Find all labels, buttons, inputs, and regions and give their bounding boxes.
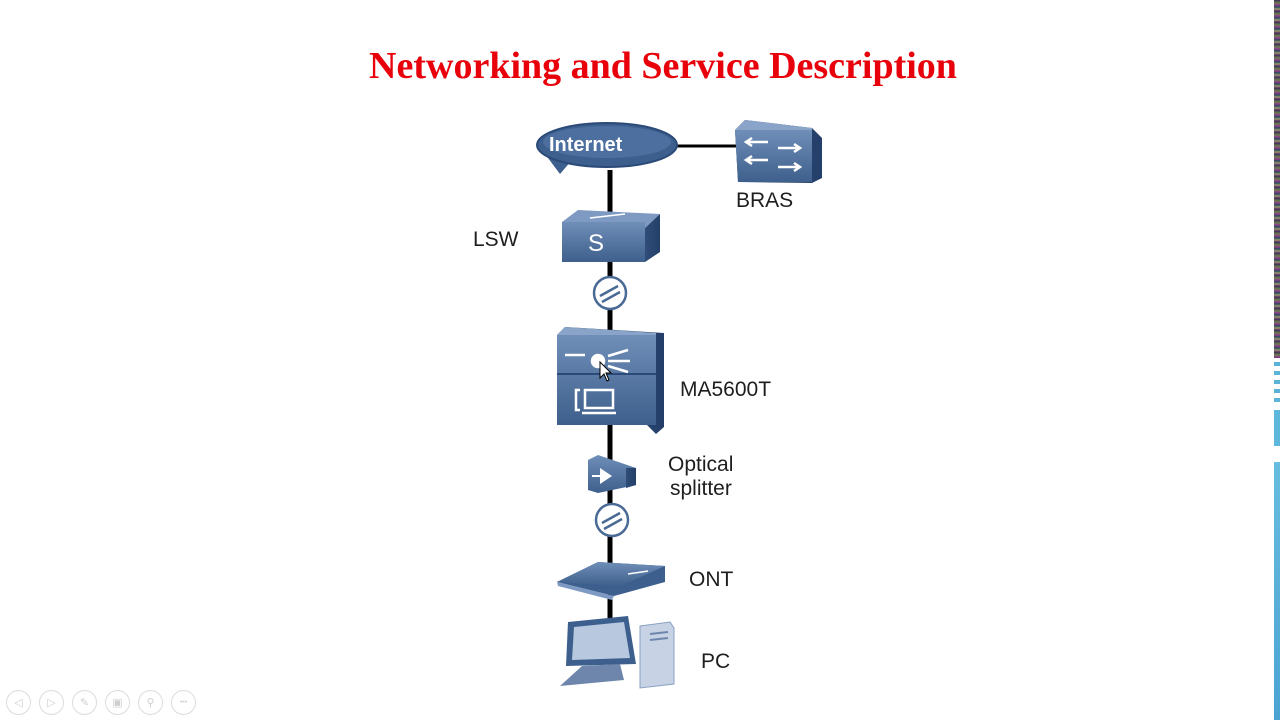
slideshow-controls: ◁ ▷ ✎ ▣ ⚲ ••• (6, 690, 196, 715)
optical-link-icon (594, 502, 630, 538)
zoom-icon[interactable]: ⚲ (138, 690, 163, 715)
ont-label: ONT (689, 568, 734, 591)
ont-icon (557, 562, 665, 600)
next-icon[interactable]: ▷ (39, 690, 64, 715)
window-edge (1274, 0, 1280, 720)
edge-decoration (1274, 410, 1280, 446)
internet-label: Internet (549, 134, 623, 156)
pc-label: PC (701, 650, 731, 673)
more-icon[interactable]: ••• (171, 690, 196, 715)
splitter-icon (588, 455, 636, 493)
router-icon (735, 120, 822, 183)
cloud-icon (536, 122, 678, 174)
previous-icon[interactable]: ◁ (6, 690, 31, 715)
slide-title: Networking and Service Description (369, 45, 957, 87)
splitter-label-line2: splitter (670, 477, 732, 500)
edge-decoration (1274, 462, 1280, 720)
optical-link-icon (592, 275, 628, 311)
bras-label: BRAS (736, 189, 794, 212)
lsw-label: LSW (473, 228, 519, 251)
edge-decoration (1274, 362, 1280, 402)
edge-noise (1274, 0, 1280, 358)
ma5600t-label: MA5600T (680, 378, 772, 401)
olt-icon (557, 327, 664, 434)
slides-icon[interactable]: ▣ (105, 690, 130, 715)
splitter-label-line1: Optical (668, 453, 734, 476)
switch-icon: S (562, 210, 660, 262)
pc-icon (560, 616, 675, 689)
svg-text:S: S (588, 230, 604, 257)
pen-icon[interactable]: ✎ (72, 690, 97, 715)
